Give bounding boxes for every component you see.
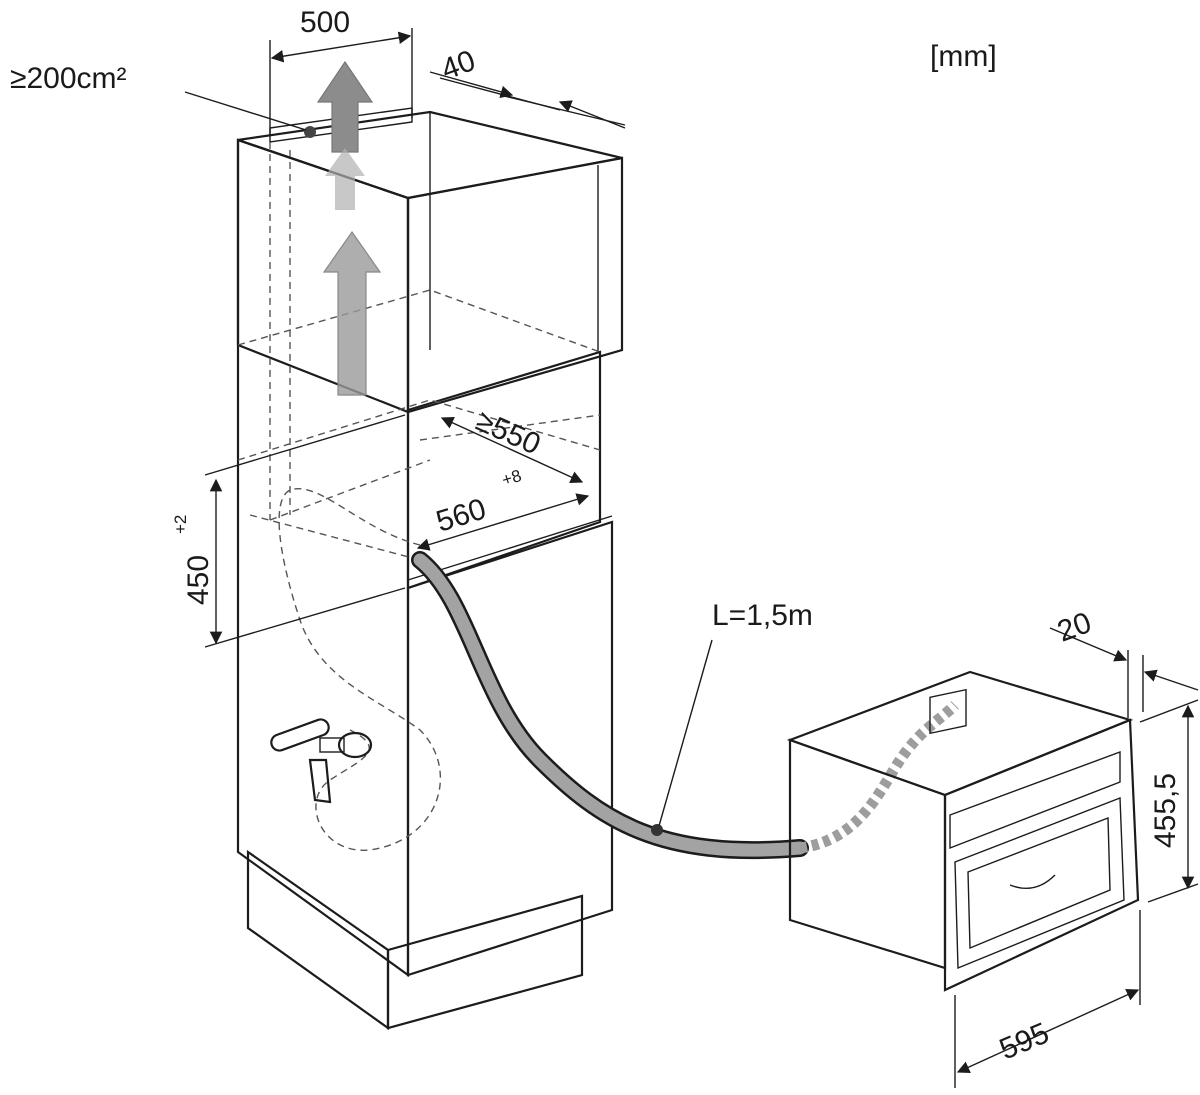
niche-width-tolerance: +8 — [500, 466, 524, 490]
cabinet-side-panel — [236, 138, 410, 978]
top-vent-opening — [269, 107, 413, 143]
niche-height-label: 450 — [182, 555, 215, 605]
appliance-spout — [1009, 874, 1056, 889]
hidden-edges — [237, 142, 601, 561]
front-offset-label: 20 — [1053, 606, 1096, 648]
unit-label: [mm] — [930, 40, 997, 73]
appliance-dispenser-inner — [967, 816, 1111, 950]
up-arrow-icon — [316, 60, 374, 210]
hose-length-marker — [651, 824, 663, 836]
upper-box-front — [406, 156, 624, 414]
dimension-labels: [mm] ≥200cm² 500 40 ≥550 560 +8 450 +2 L… — [10, 6, 1182, 1066]
upper-box-side — [236, 138, 410, 414]
appliance-height-label: 455,5 — [1149, 773, 1182, 848]
niche-height-tolerance: +2 — [171, 515, 190, 534]
vent-marker — [304, 126, 316, 138]
hose-length-label: L=1,5m — [712, 599, 813, 632]
depth-min-label: ≥550 — [471, 404, 545, 461]
appliance-front — [943, 718, 1140, 992]
appliance-control-panel — [949, 750, 1121, 850]
niche-opening — [406, 350, 602, 590]
appliance-side — [788, 738, 947, 970]
gap-top-label: 40 — [437, 44, 480, 86]
appliance-dispenser-frame — [954, 796, 1125, 970]
tall-cabinet — [236, 60, 624, 1031]
appliance-box — [786, 670, 1140, 992]
cabinet-plinth — [246, 849, 390, 1031]
water-hose-icon — [278, 488, 959, 860]
dimension-lines — [184, 28, 1199, 1088]
appliance-width-label: 595 — [995, 1017, 1054, 1067]
up-arrow-icon — [322, 230, 382, 396]
water-tap-icon — [270, 718, 373, 804]
niche-width-label: 560 — [432, 492, 490, 538]
water-connection-plate — [929, 688, 967, 735]
width-top-label: 500 — [300, 6, 350, 39]
vent-area-label: ≥200cm² — [10, 62, 127, 95]
cabinet-plinth-front — [386, 894, 584, 1030]
